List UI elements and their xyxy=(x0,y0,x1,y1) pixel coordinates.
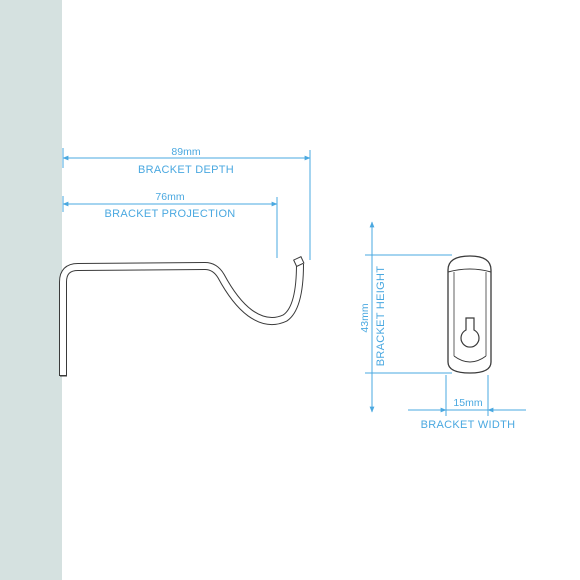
height-label: BRACKET HEIGHT xyxy=(375,266,387,367)
height-dimension xyxy=(365,221,452,413)
projection-dimension xyxy=(62,196,278,258)
projection-value: 76mm xyxy=(155,191,184,203)
width-dimension xyxy=(408,375,526,416)
depth-dimension xyxy=(62,148,311,260)
bracket-front-plate xyxy=(447,255,492,374)
side-view: 89mm BRACKET DEPTH 76mm BRACKET PROJECTI… xyxy=(59,146,311,377)
bracket-side-profile xyxy=(59,256,305,377)
depth-label: BRACKET DEPTH xyxy=(138,164,234,176)
keyhole-icon xyxy=(460,317,480,348)
width-label: BRACKET WIDTH xyxy=(421,419,516,431)
projection-label: BRACKET PROJECTION xyxy=(104,208,235,220)
width-value: 15mm xyxy=(453,397,482,409)
depth-value: 89mm xyxy=(171,146,200,158)
height-value: 43mm xyxy=(359,303,371,332)
front-view: 43mm BRACKET HEIGHT 15mm BRACKET WIDTH xyxy=(359,221,526,431)
wall xyxy=(0,0,62,580)
